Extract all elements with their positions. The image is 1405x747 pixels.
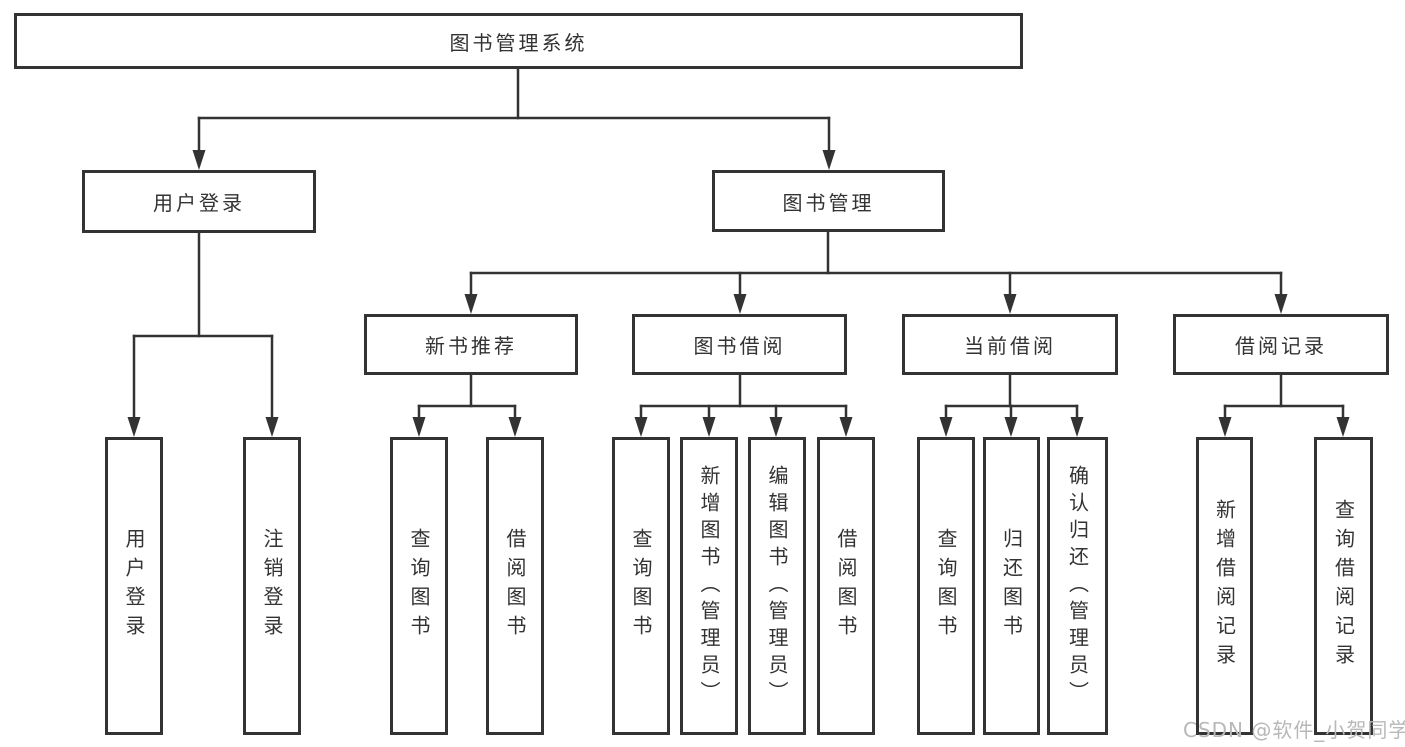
node-borrow-record: 借阅记录	[1173, 314, 1389, 375]
watermark-text: CSDN @软件_小贺同学	[1183, 718, 1405, 742]
leaf-logout: 注销登录	[243, 437, 301, 735]
connector-book-mgmt	[464, 230, 1288, 314]
leaf-current-confirm-admin: 确认归还（管理员）	[1047, 437, 1108, 735]
leaf-borrow-book: 借阅图书	[817, 437, 875, 735]
connector-borrow-record	[1218, 373, 1350, 437]
node-root: 图书管理系统	[14, 13, 1023, 69]
leaf-user-login: 用户登录	[105, 437, 163, 735]
leaf-record-add: 新增借阅记录	[1196, 437, 1253, 735]
leaf-borrow-add-admin: 新增图书（管理员）	[680, 437, 738, 735]
leaf-borrow-query: 查询图书	[612, 437, 670, 735]
leaf-current-return: 归还图书	[983, 437, 1040, 735]
node-user-login: 用户登录	[82, 170, 316, 233]
node-current-borrow: 当前借阅	[902, 314, 1118, 375]
leaf-newbook-query: 查询图书	[390, 437, 448, 735]
leaf-borrow-edit-admin: 编辑图书（管理员）	[748, 437, 806, 735]
connector-new-book	[412, 373, 522, 437]
leaf-current-query: 查询图书	[917, 437, 975, 735]
node-book-borrow: 图书借阅	[632, 314, 847, 375]
node-book-mgmt: 图书管理	[712, 170, 945, 232]
connector-current-borrow	[939, 373, 1084, 437]
connector-root	[192, 67, 836, 170]
leaf-newbook-borrow: 借阅图书	[486, 437, 544, 735]
leaf-record-query: 查询借阅记录	[1314, 437, 1373, 735]
connector-user-login	[127, 231, 279, 437]
connector-book-borrow	[634, 373, 853, 437]
node-new-book-recommend: 新书推荐	[364, 314, 578, 375]
